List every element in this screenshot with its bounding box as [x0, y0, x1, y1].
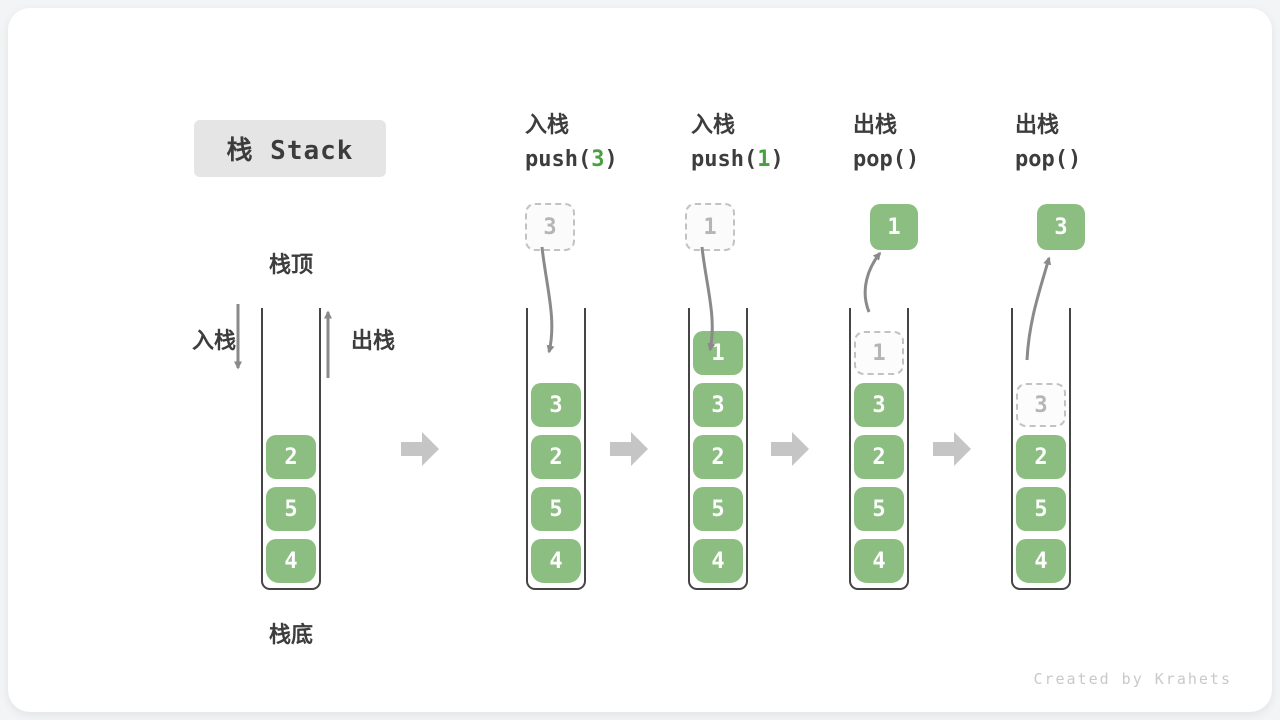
- operation-code: push(3): [525, 147, 685, 173]
- stack-cell: 1: [693, 331, 743, 375]
- stack-cell: 2: [1016, 435, 1066, 479]
- operation-label-pop-1: 出栈 pop(): [853, 112, 1013, 173]
- stack-container-initial: 2 5 4: [261, 308, 321, 590]
- watermark: Created by Krahets: [1033, 670, 1232, 688]
- stack-cell-ghost: 3: [1016, 383, 1066, 427]
- push-direction-label: 入栈: [192, 328, 237, 353]
- operation-code: pop(): [853, 147, 1013, 173]
- code-post: ): [770, 147, 784, 172]
- code-pre: push(: [691, 147, 758, 172]
- stack-top-label: 栈顶: [268, 252, 313, 277]
- code-pre: pop(): [853, 147, 920, 172]
- code-arg: 3: [591, 147, 605, 172]
- stack-cell: 4: [531, 539, 581, 583]
- stack-cell: 2: [693, 435, 743, 479]
- stack-cell: 5: [854, 487, 904, 531]
- stack-container-after-push3: 3 2 5 4: [526, 308, 586, 590]
- diagram-title: 栈 Stack: [194, 120, 386, 177]
- stack-container-after-pop2: 3 2 5 4: [1011, 308, 1071, 590]
- stack-cell: 4: [266, 539, 316, 583]
- operation-label-pop-2: 出栈 pop(): [1015, 112, 1175, 173]
- code-arg: 1: [757, 147, 771, 172]
- stack-cell: 4: [854, 539, 904, 583]
- popped-value-box: 3: [1037, 204, 1085, 250]
- stack-cell: 5: [266, 487, 316, 531]
- pop-direction-label: 出栈: [351, 328, 396, 353]
- operation-name: 出栈: [1015, 112, 1060, 137]
- code-pre: pop(): [1015, 147, 1082, 172]
- stack-cell-ghost: 1: [854, 331, 904, 375]
- stack-cell: 5: [531, 487, 581, 531]
- operation-label-push-3: 入栈 push(3): [525, 112, 685, 173]
- stack-cell: 4: [1016, 539, 1066, 583]
- diagram-card: 栈 Stack 入栈 push(3) 入栈 push(1) 出栈 pop() 出…: [8, 8, 1272, 712]
- operation-label-push-1: 入栈 push(1): [691, 112, 851, 173]
- stack-container-after-pop1: 1 3 2 5 4: [849, 308, 909, 590]
- pushed-value-ghost-box: 3: [525, 203, 575, 251]
- stack-cell: 3: [854, 383, 904, 427]
- stack-container-after-push1: 1 3 2 5 4: [688, 308, 748, 590]
- stack-cell: 4: [693, 539, 743, 583]
- stack-cell: 2: [266, 435, 316, 479]
- stack-cell: 2: [531, 435, 581, 479]
- stack-cell: 5: [1016, 487, 1066, 531]
- operation-name: 出栈: [853, 112, 898, 137]
- stack-cell: 3: [693, 383, 743, 427]
- stack-bottom-label: 栈底: [268, 622, 313, 647]
- popped-value-box: 1: [870, 204, 918, 250]
- operation-name: 入栈: [691, 112, 736, 137]
- operation-name: 入栈: [525, 112, 570, 137]
- operation-code: push(1): [691, 147, 851, 173]
- code-pre: push(: [525, 147, 592, 172]
- pushed-value-ghost-box: 1: [685, 203, 735, 251]
- stack-cell: 3: [531, 383, 581, 427]
- operation-code: pop(): [1015, 147, 1175, 173]
- code-post: ): [604, 147, 618, 172]
- stack-cell: 5: [693, 487, 743, 531]
- stack-cell: 2: [854, 435, 904, 479]
